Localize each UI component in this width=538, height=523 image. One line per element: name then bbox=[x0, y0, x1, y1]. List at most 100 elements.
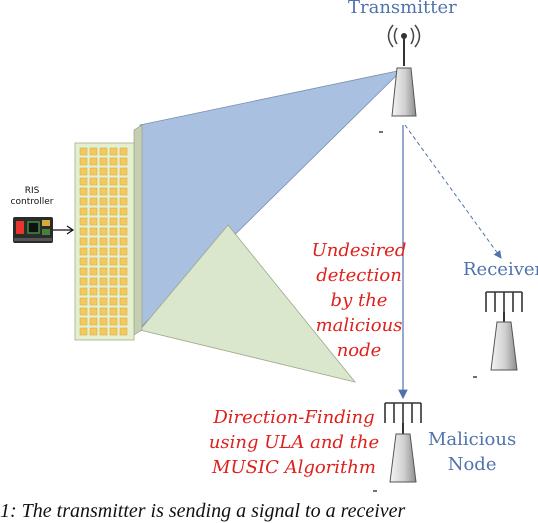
ris-element bbox=[99, 197, 108, 206]
ris-element bbox=[89, 327, 98, 336]
ris-element bbox=[119, 147, 128, 156]
ris-element bbox=[99, 307, 108, 316]
ris-element bbox=[109, 267, 118, 276]
undesired-detection-annotation: Undesired detection by the malicious nod… bbox=[304, 238, 414, 363]
ris-element bbox=[109, 307, 118, 316]
ris-element bbox=[119, 257, 128, 266]
ris-element bbox=[89, 247, 98, 256]
direction-finding-annotation: Direction-Finding using ULA and the MUSI… bbox=[205, 405, 383, 480]
receiver-antenna-icon bbox=[485, 291, 523, 371]
transmitter-to-receiver-link bbox=[404, 124, 502, 259]
ris-element bbox=[89, 217, 98, 226]
ris-element bbox=[119, 297, 128, 306]
ris-element bbox=[89, 267, 98, 276]
ris-element bbox=[109, 187, 118, 196]
green-beam bbox=[139, 224, 357, 383]
figure-caption: 1: The transmitter is sending a signal t… bbox=[0, 500, 406, 522]
transmitter-antenna-icon bbox=[387, 24, 421, 117]
malicious-node-label-line1: Malicious bbox=[428, 429, 517, 450]
ris-element bbox=[119, 317, 128, 326]
ris-element bbox=[99, 207, 108, 216]
ris-element bbox=[119, 167, 128, 176]
ris-element bbox=[109, 207, 118, 216]
transmitter-label: Transmitter bbox=[348, 0, 457, 18]
ris-element bbox=[79, 287, 88, 296]
ris-element bbox=[109, 147, 118, 156]
ris-element bbox=[99, 317, 108, 326]
ris-element bbox=[119, 327, 128, 336]
ris-element bbox=[119, 187, 128, 196]
ris-element bbox=[119, 217, 128, 226]
ris-element bbox=[89, 237, 98, 246]
ris-element bbox=[79, 147, 88, 156]
ris-element bbox=[79, 237, 88, 246]
ris-element bbox=[79, 187, 88, 196]
annotation-line: MUSIC Algorithm bbox=[212, 457, 376, 478]
ris-element bbox=[99, 297, 108, 306]
ris-element bbox=[99, 237, 108, 246]
annotation-line: node bbox=[336, 340, 382, 361]
ris-element bbox=[89, 177, 98, 186]
ris-controller-label: RIS controller bbox=[8, 186, 56, 208]
ris-element bbox=[109, 327, 118, 336]
ris-element bbox=[99, 247, 108, 256]
ris-element bbox=[99, 277, 108, 286]
ris-element bbox=[99, 257, 108, 266]
ris-element bbox=[99, 157, 108, 166]
ris-element bbox=[89, 167, 98, 176]
ris-element bbox=[79, 267, 88, 276]
ris-element bbox=[109, 157, 118, 166]
annotation-line: detection bbox=[316, 265, 402, 286]
ris-element bbox=[119, 177, 128, 186]
ris-element bbox=[89, 317, 98, 326]
ris-controller-icon bbox=[13, 217, 53, 243]
ris-element bbox=[119, 227, 128, 236]
ris-element bbox=[109, 237, 118, 246]
ris-element bbox=[119, 247, 128, 256]
ris-element bbox=[99, 187, 108, 196]
ris-element bbox=[99, 227, 108, 236]
annotation-line: using ULA and the bbox=[208, 432, 380, 453]
ris-element bbox=[99, 267, 108, 276]
annotation-line: malicious bbox=[315, 315, 403, 336]
ris-element bbox=[119, 207, 128, 216]
ris-element bbox=[79, 297, 88, 306]
ris-element bbox=[99, 287, 108, 296]
ris-element bbox=[99, 327, 108, 336]
ris-panel-icon bbox=[74, 124, 143, 341]
ris-element bbox=[119, 277, 128, 286]
ris-element bbox=[119, 197, 128, 206]
ris-element bbox=[79, 157, 88, 166]
ris-element bbox=[119, 157, 128, 166]
malicious-node-label-line2: Node bbox=[447, 454, 497, 475]
annotation-line: Undesired bbox=[311, 240, 407, 261]
ris-element bbox=[79, 167, 88, 176]
ris-element bbox=[89, 297, 98, 306]
ris-element bbox=[99, 167, 108, 176]
malicious-node-label: Malicious Node bbox=[428, 427, 516, 477]
ris-element bbox=[99, 217, 108, 226]
receiver-label: Receiver bbox=[463, 259, 538, 280]
ris-element bbox=[89, 227, 98, 236]
annotation-line: Direction-Finding bbox=[213, 407, 375, 428]
ris-element bbox=[119, 287, 128, 296]
ris-element bbox=[109, 247, 118, 256]
ris-element bbox=[119, 307, 128, 316]
ris-element bbox=[99, 147, 108, 156]
ris-element bbox=[79, 277, 88, 286]
ris-element bbox=[89, 157, 98, 166]
ris-element bbox=[109, 287, 118, 296]
ris-element bbox=[79, 317, 88, 326]
ris-element bbox=[89, 287, 98, 296]
ris-element bbox=[79, 307, 88, 316]
ris-element bbox=[109, 277, 118, 286]
ris-element bbox=[89, 207, 98, 216]
ris-element bbox=[89, 307, 98, 316]
ris-element bbox=[109, 297, 118, 306]
ris-controller-label-line1: RIS bbox=[24, 186, 40, 196]
ris-element bbox=[89, 257, 98, 266]
annotation-line: by the bbox=[330, 290, 388, 311]
ris-element bbox=[109, 257, 118, 266]
ris-element bbox=[109, 317, 118, 326]
ris-element bbox=[89, 147, 98, 156]
